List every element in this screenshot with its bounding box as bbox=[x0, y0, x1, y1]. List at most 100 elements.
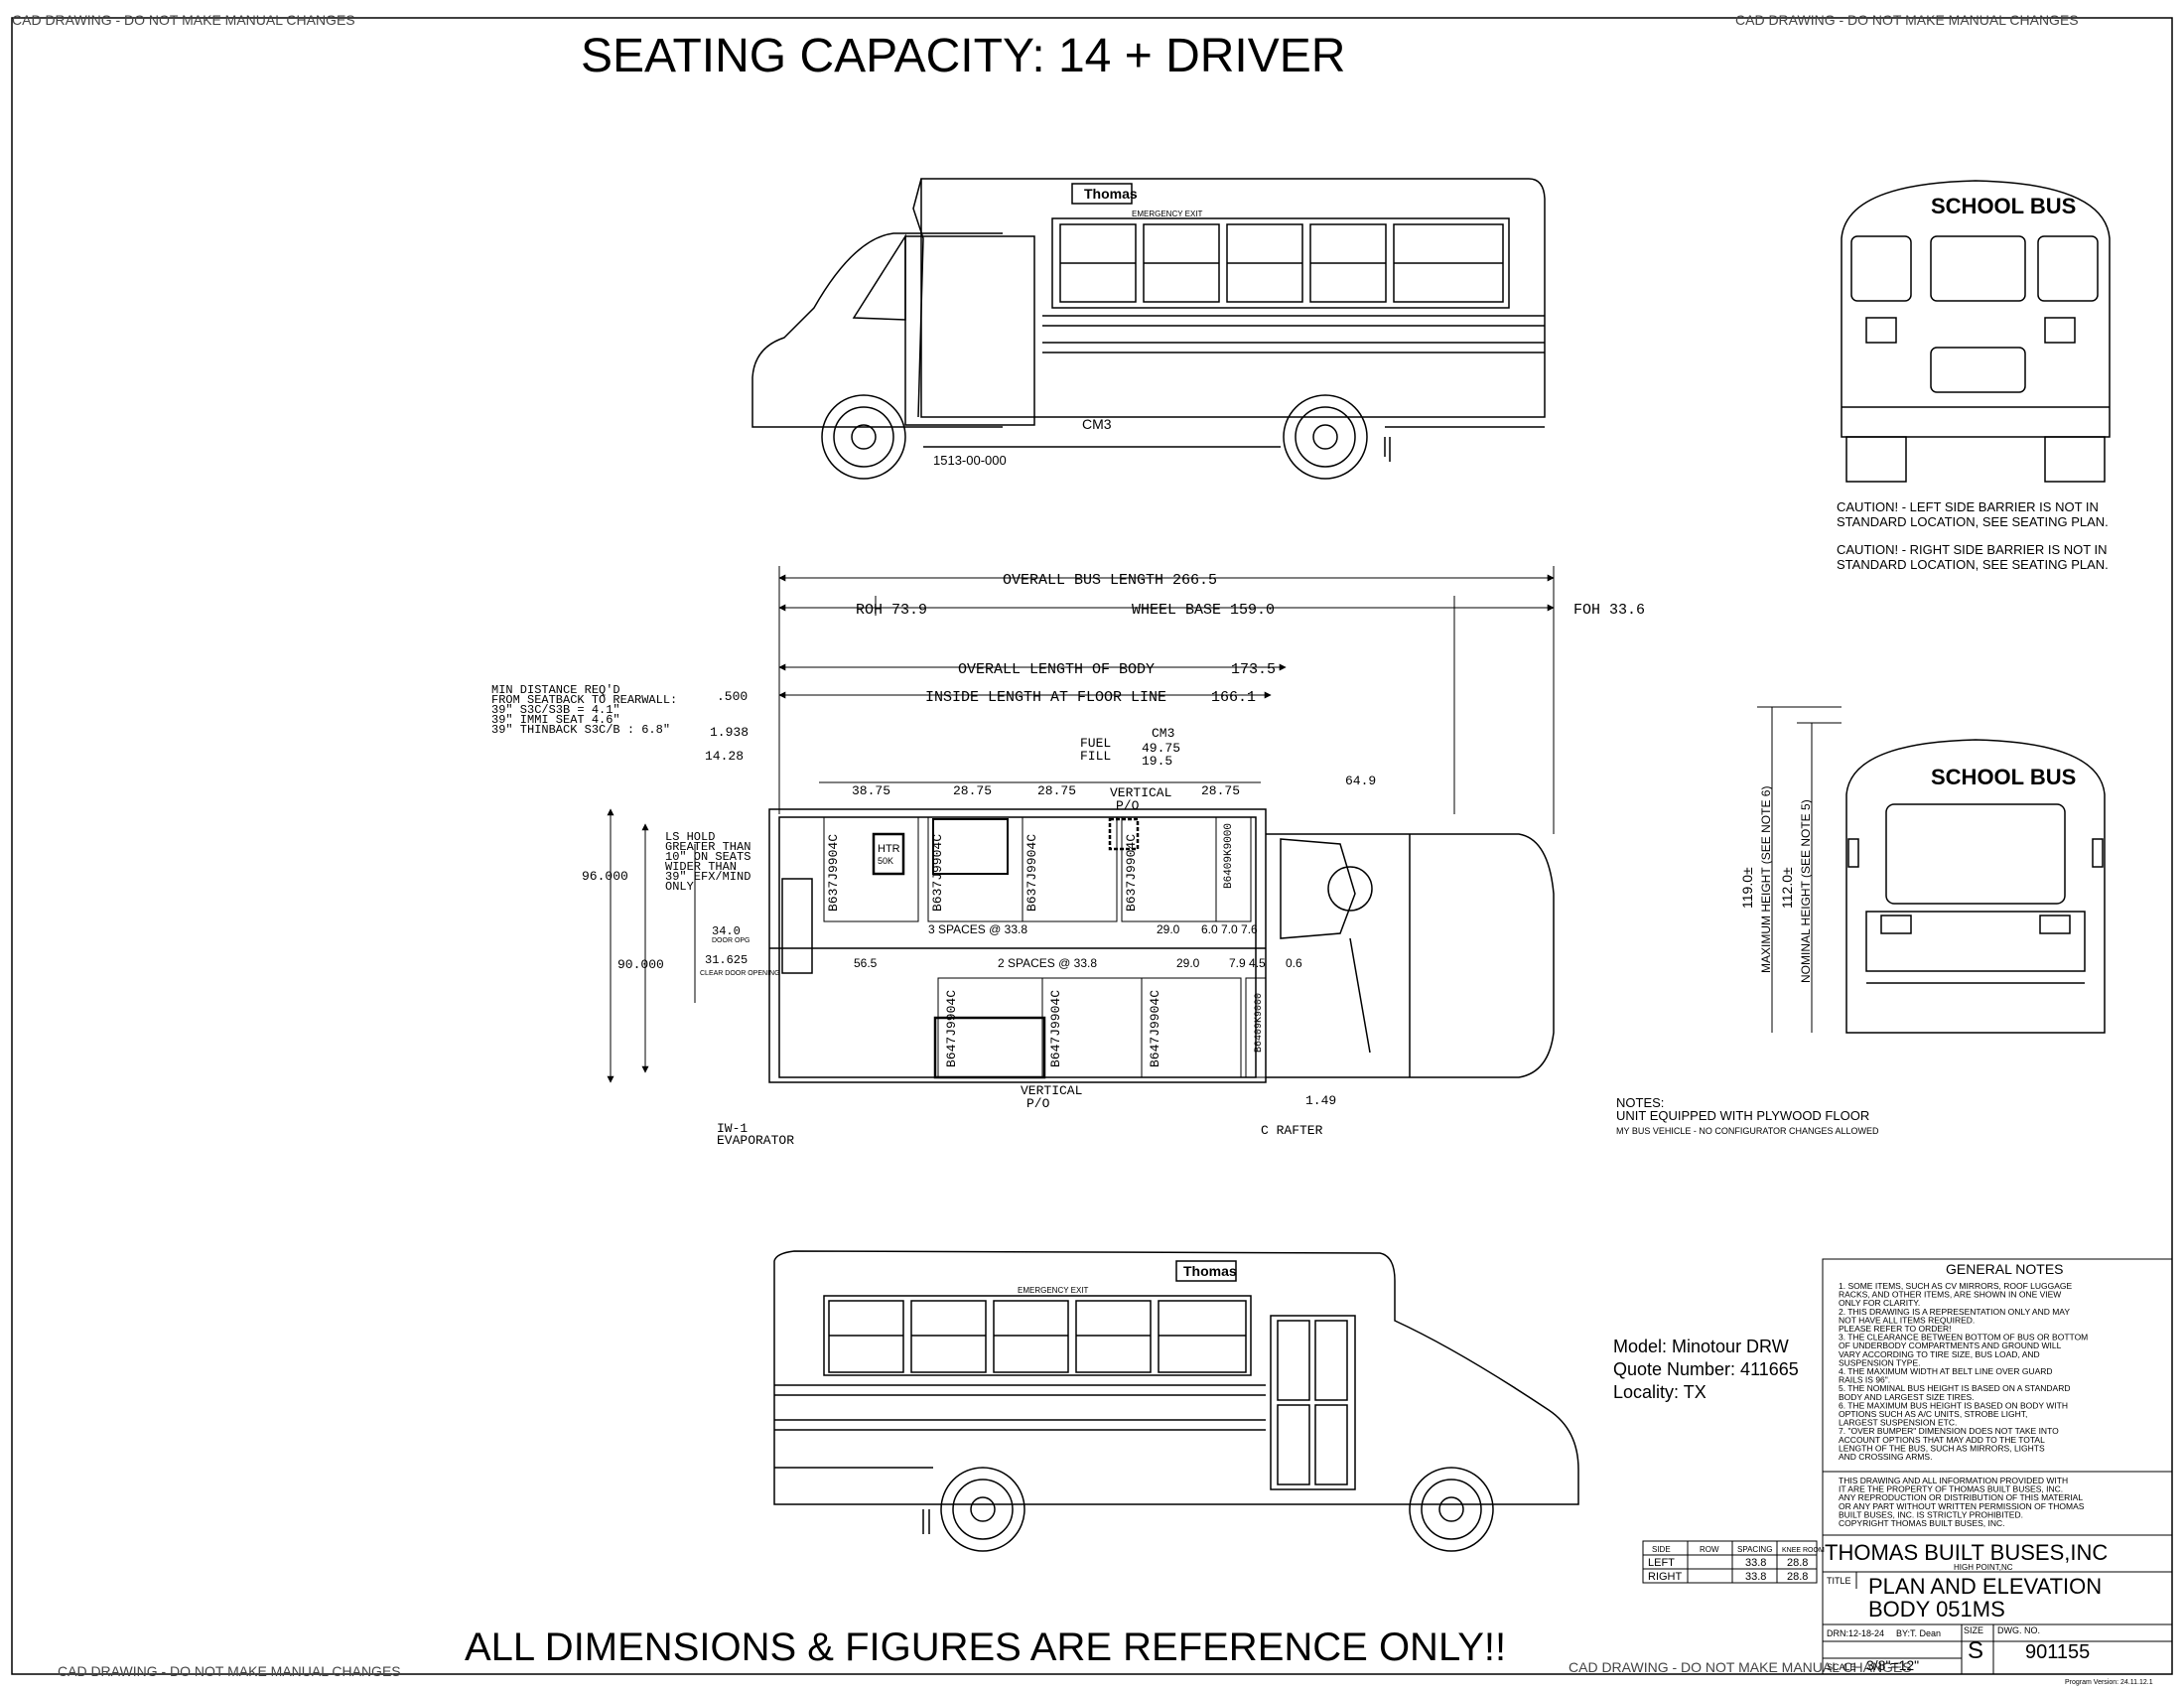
locality: Locality: TX bbox=[1613, 1382, 1706, 1402]
seat-right-1: B647J9904C bbox=[944, 990, 959, 1067]
general-note-line: ONLY FOR CLARITY. bbox=[1839, 1298, 1920, 1308]
side-elevation-right bbox=[773, 1250, 1579, 1552]
property-notice-line: IT ARE THE PROPERTY OF THOMAS BUILT BUSE… bbox=[1839, 1484, 2063, 1494]
general-note-line: OF UNDERBODY COMPARTMENTS AND GROUND WIL… bbox=[1839, 1340, 2062, 1350]
ls-hold-1: LS HOLD bbox=[665, 830, 715, 844]
drawing-title-1: PLAN AND ELEVATION bbox=[1868, 1574, 2102, 1599]
general-note-line: SUSPENSION TYPE. bbox=[1839, 1357, 1921, 1367]
table-left-side: LEFT bbox=[1648, 1557, 1675, 1569]
dim-500: .500 bbox=[717, 689, 748, 704]
ls-hold-3: 10" ON SEATS bbox=[665, 850, 751, 864]
general-note-line: VARY ACCORDING TO TIRE SIZE, BUS LOAD, A… bbox=[1839, 1349, 2040, 1359]
right-small-dims: 7.9 4.5 bbox=[1229, 956, 1266, 970]
front-school-bus-sign: SCHOOL BUS bbox=[1931, 765, 2076, 789]
notes-heading: NOTES: bbox=[1616, 1095, 1664, 1110]
plan-seats-bottom bbox=[933, 977, 1267, 1079]
seat-right-2: B647J9904C bbox=[1048, 990, 1063, 1067]
rear-school-bus-sign: SCHOOL BUS bbox=[1931, 194, 2076, 218]
watermark-bottom-right: CAD DRAWING - DO NOT MAKE MANUAL CHANGES bbox=[1569, 1659, 1912, 1675]
fill-label: FILL bbox=[1080, 749, 1111, 764]
table-right-side: RIGHT bbox=[1648, 1571, 1683, 1583]
vertical-top-label: VERTICAL bbox=[1110, 785, 1171, 800]
overall-bus-length: OVERALL BUS LENGTH 266.5 bbox=[1003, 572, 1217, 589]
general-note-line: ACCOUNT OPTIONS THAT MAY ADD TO THE TOTA… bbox=[1839, 1435, 2045, 1445]
property-notice-line: ANY REPRODUCTION OR DISTRIBUTION OF THIS… bbox=[1839, 1492, 2083, 1502]
table-header-spacing: SPACING bbox=[1737, 1545, 1772, 1554]
dim-1938: 1.938 bbox=[710, 725, 749, 740]
dwg-number-label: DWG. NO. bbox=[1997, 1625, 2040, 1635]
foh-dimension: FOH 33.6 bbox=[1573, 602, 1645, 619]
seat-left-3: B637J9904C bbox=[1024, 834, 1039, 912]
heater-label: HTR bbox=[878, 843, 900, 855]
seat-left-2: B637J9904C bbox=[930, 834, 945, 912]
dwg-number: 901155 bbox=[2025, 1641, 2090, 1663]
dim-3875: 38.75 bbox=[852, 783, 890, 798]
table-right-knee: 28.8 bbox=[1787, 1571, 1808, 1583]
right-06: 0.6 bbox=[1286, 956, 1302, 970]
po-top-label: P/O bbox=[1116, 798, 1140, 813]
table-header-knee: KNEE ROOM bbox=[1782, 1547, 1825, 1554]
front-max-height-value: 119.0± bbox=[1739, 867, 1755, 909]
program-version: Program Version: 24.11.12.1 bbox=[2065, 1679, 2153, 1686]
general-note-line: 7. "OVER BUMPER" DIMENSION DOES NOT TAKE… bbox=[1839, 1426, 2059, 1436]
right-29: 29.0 bbox=[1176, 956, 1200, 970]
ls-hold-6: ONLY bbox=[665, 880, 694, 894]
dim-649: 64.9 bbox=[1345, 774, 1376, 788]
seat-right-3: B647J9904C bbox=[1148, 990, 1162, 1067]
general-note-line: RACKS, AND OTHER ITEMS, ARE SHOWN IN ONE… bbox=[1839, 1290, 2061, 1300]
watermark-bottom-left: CAD DRAWING - DO NOT MAKE MANUAL CHANGES bbox=[58, 1663, 401, 1679]
front-view bbox=[1845, 739, 2106, 1034]
property-notice-line: BUILT BUSES, INC. IS STRICTLY PROHIBITED… bbox=[1839, 1509, 2023, 1519]
title-label: TITLE bbox=[1827, 1576, 1851, 1586]
overall-body-label: OVERALL LENGTH OF BODY bbox=[958, 661, 1155, 678]
drawn-date: DRN:12-18-24 bbox=[1827, 1628, 1884, 1638]
po-bottom-label: P/O bbox=[1026, 1096, 1050, 1111]
overall-body-value: 173.5 bbox=[1231, 661, 1276, 678]
dim-149: 1.49 bbox=[1305, 1093, 1336, 1108]
property-notice-line: COPYRIGHT THOMAS BUILT BUSES, INC. bbox=[1839, 1518, 2005, 1528]
title-block bbox=[1822, 1534, 2173, 1675]
rear-view bbox=[1841, 180, 2111, 483]
general-note-line: RAILS IS 96". bbox=[1839, 1375, 1890, 1385]
front-max-height-label: MAXIMUM HEIGHT (SEE NOTE 6) bbox=[1759, 786, 1773, 973]
side-cm3-label: CM3 bbox=[1082, 416, 1112, 432]
notes-line-2: MY BUS VEHICLE - NO CONFIGURATOR CHANGES… bbox=[1616, 1126, 1879, 1136]
spacing-table bbox=[1642, 1540, 1818, 1584]
general-note-line: NOT HAVE ALL ITEMS REQUIRED. bbox=[1839, 1315, 1975, 1325]
door-opg-label: DOOR OPG bbox=[712, 937, 751, 944]
side-emergency-exit-label: EMERGENCY EXIT bbox=[1132, 210, 1203, 218]
min-distance-4: 39" IMMI SEAT 4.6" bbox=[491, 713, 620, 727]
sheet-border bbox=[11, 17, 2173, 1675]
table-header-row: ROW bbox=[1700, 1545, 1719, 1554]
heater-box bbox=[872, 832, 905, 876]
table-header-side: SIDE bbox=[1652, 1545, 1671, 1554]
general-note-line: LARGEST SUSPENSION ETC. bbox=[1839, 1418, 1957, 1428]
front-nominal-height-value: 112.0± bbox=[1779, 867, 1795, 909]
heater-capacity: 50K bbox=[878, 856, 893, 866]
quote-number: Quote Number: 411665 bbox=[1613, 1359, 1799, 1379]
side-elevation-left bbox=[751, 178, 1546, 480]
evaporator-label: EVAPORATOR bbox=[717, 1133, 794, 1148]
dim-4975: 49.75 bbox=[1142, 741, 1180, 756]
size-label: SIZE bbox=[1964, 1625, 1983, 1635]
company-location: HIGH POINT,NC bbox=[1954, 1563, 2013, 1572]
general-note-line: 1. SOME ITEMS, SUCH AS CV MIRRORS, ROOF … bbox=[1839, 1281, 2073, 1291]
general-note-line: 2. THIS DRAWING IS A REPRESENTATION ONLY… bbox=[1839, 1307, 2070, 1317]
side-brand-logo: Thomas bbox=[1084, 186, 1138, 202]
min-distance-5: 39" THINBACK S3C/B : 6.8" bbox=[491, 723, 670, 737]
rear-caution-2: STANDARD LOCATION, SEE SEATING PLAN. bbox=[1837, 514, 2109, 529]
side-brand-logo-bottom: Thomas bbox=[1183, 1263, 1237, 1279]
dim-2875-b: 28.75 bbox=[1037, 783, 1076, 798]
wheel-base-dimension: WHEEL BASE 159.0 bbox=[1132, 602, 1275, 619]
scale-value: 3/8"=12" bbox=[1866, 1657, 1919, 1673]
general-note-line: 6. THE MAXIMUM BUS HEIGHT IS BASED ON BO… bbox=[1839, 1400, 2068, 1410]
table-left-spacing: 33.8 bbox=[1745, 1557, 1766, 1569]
clear-door-label: CLEAR DOOR OPENING bbox=[700, 970, 780, 977]
rear-caution-4: STANDARD LOCATION, SEE SEATING PLAN. bbox=[1837, 557, 2109, 572]
ls-hold-4: WIDER THAN bbox=[665, 860, 737, 874]
dim-1428: 14.28 bbox=[705, 749, 744, 764]
general-notes-property: THIS DRAWING AND ALL INFORMATION PROVIDE… bbox=[1839, 1476, 2085, 1528]
notes-line-1: UNIT EQUIPPED WITH PLYWOOD FLOOR bbox=[1616, 1108, 1869, 1123]
